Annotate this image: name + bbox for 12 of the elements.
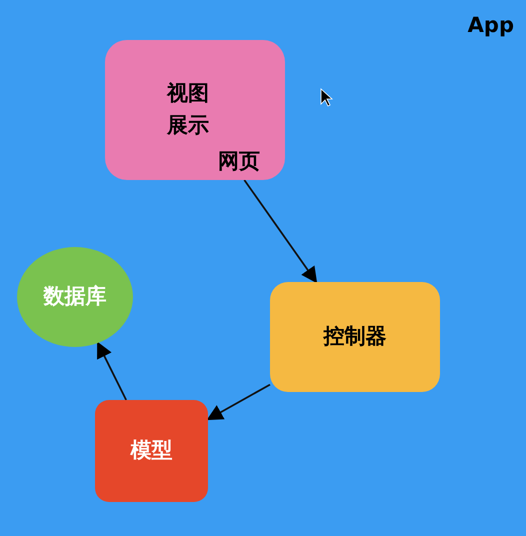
view-box [105, 40, 285, 180]
node-title: 视图展示 [167, 80, 210, 138]
node-note: 网页 [218, 148, 260, 175]
arrow [244, 179, 318, 284]
corner-label: App [468, 12, 514, 39]
model-box [95, 400, 208, 502]
arrow [97, 342, 127, 400]
arrow [206, 384, 270, 420]
node-label: 控制器 [324, 323, 386, 350]
node-label: 数据库 [44, 283, 106, 310]
node-label: 模型 [130, 437, 172, 464]
controller-box [270, 282, 440, 392]
